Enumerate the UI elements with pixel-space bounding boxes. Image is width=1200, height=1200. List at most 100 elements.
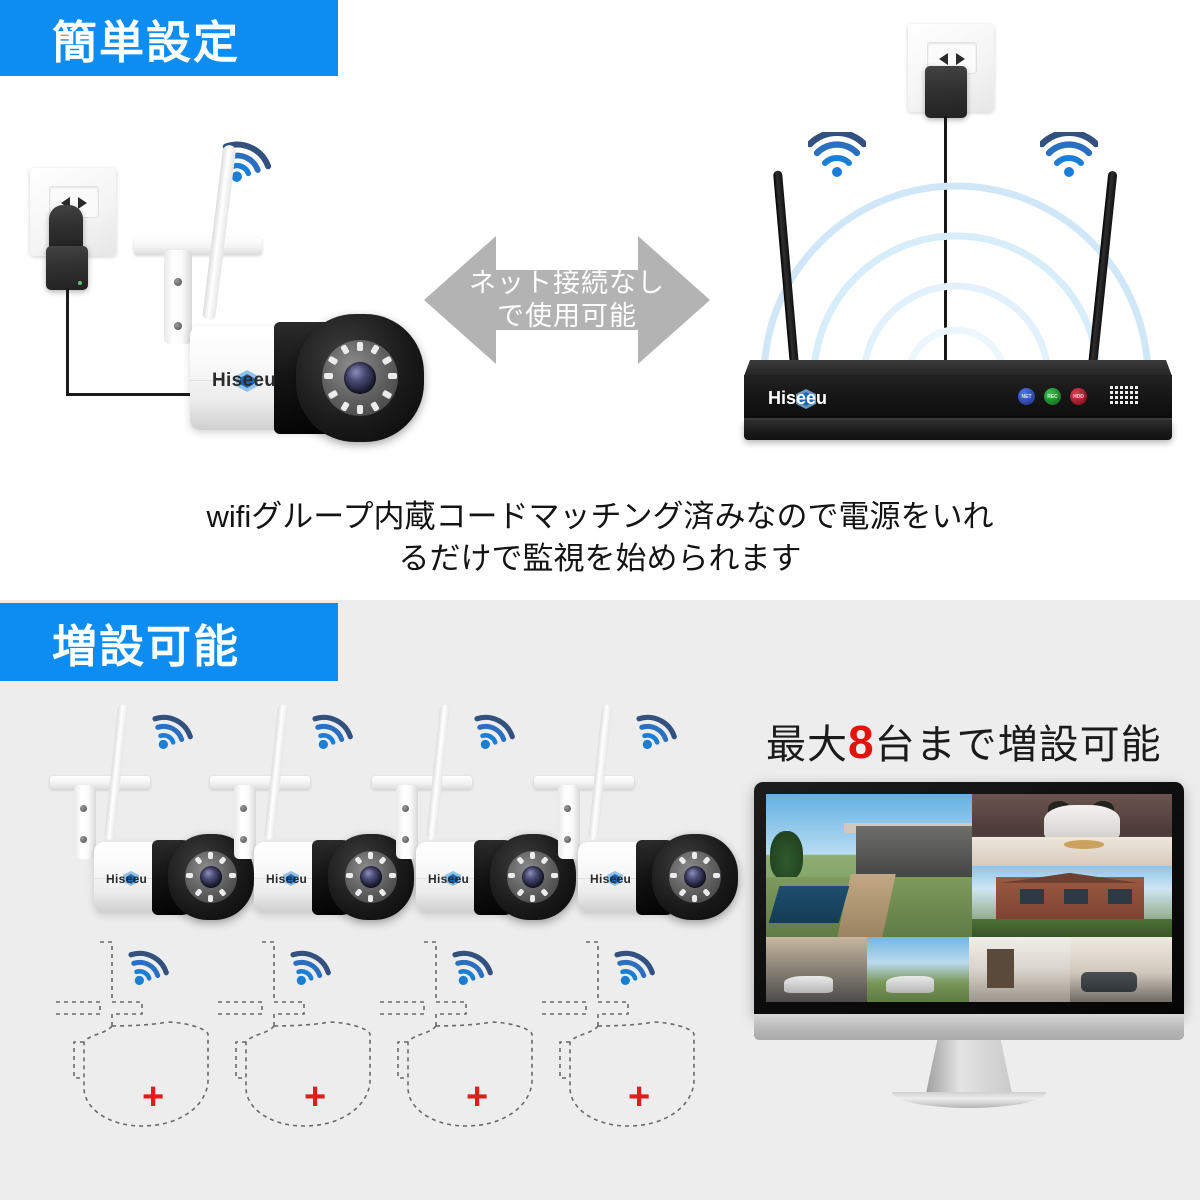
nvr-bottom-lip (744, 420, 1172, 440)
wifi-signal-icon-4 (630, 702, 682, 756)
power-adapter-left (46, 246, 88, 290)
setup-caption: wifiグループ内蔵コードマッチング済みなので電源をいれ るだけで監視を始められ… (100, 496, 1100, 580)
camera-bracket-screw-1 (240, 805, 247, 812)
banner-easy-setup: 簡単設定 (0, 0, 338, 76)
camera-antenna (202, 144, 237, 321)
arrow-caption-line1: ネット接続なし (469, 268, 665, 299)
camera-bracket-post (234, 785, 256, 859)
ghost-camera-plus-2: + (304, 1076, 327, 1118)
banner-expandable-label: 増設可能 (52, 620, 241, 672)
ghost-camera-1: + (56, 930, 246, 1145)
outlet-slot-right (955, 53, 965, 66)
camera-bracket-screw-2 (402, 836, 409, 843)
max-cameras-headline: 最大8台まで増設可能 (766, 712, 1162, 770)
camera-brand-label: Hiseeu (212, 370, 277, 391)
wifi-signal-icon-nvr-left (808, 132, 866, 180)
camera-brand-logo: Hiseeu (428, 870, 486, 888)
nvr-hdd-led-label: HDD (1073, 393, 1084, 400)
ghost-camera-plus-4: + (628, 1076, 651, 1118)
camera-antenna (588, 704, 613, 841)
nvr-seam (744, 418, 1172, 420)
nvr-hdd-led: HDD (1070, 388, 1087, 405)
tile-tree (770, 831, 803, 881)
nvr-top-panel (744, 360, 1172, 376)
camera-brand-label: Hiseeu (428, 872, 470, 886)
camera-antenna (264, 704, 289, 841)
camera-lens (522, 866, 544, 888)
monitor-screen (766, 794, 1172, 1002)
camera-brand-logo: Hiseeu (266, 870, 324, 888)
power-adapter-right (925, 66, 967, 118)
camera-brand-label: Hiseeu (266, 872, 308, 886)
camera-bracket-screw-1 (80, 805, 87, 812)
camera-brand-label: Hiseeu (106, 872, 148, 886)
camera-antenna (104, 704, 129, 841)
camera-ir-ring (345, 851, 397, 903)
power-cord-hanging (944, 116, 947, 378)
arrow-caption: ネット接続なし で使用可能 (424, 267, 710, 333)
camera-bracket-post (396, 785, 418, 859)
wifi-signal-icon-ghost-3 (446, 938, 498, 992)
camera-bracket-bar (372, 776, 472, 789)
ghost-camera-4: + (542, 930, 732, 1145)
tile-fireplace (987, 949, 1014, 988)
wifi-signal-icon-3 (468, 702, 520, 756)
nvr-brand-logo: Hiseeu (768, 386, 846, 410)
power-adapter-left-upper (49, 205, 83, 249)
headline-prefix: 最大 (766, 723, 848, 767)
ghost-camera-outline-icon (380, 941, 533, 1127)
nvr-rec-led: REC (1044, 388, 1061, 405)
camera-bracket-screw-2 (240, 836, 247, 843)
camera-bracket-post (558, 785, 580, 859)
outlet-slot-left (61, 197, 71, 210)
tile-bowl (1063, 839, 1104, 849)
outlet-slot-right (77, 197, 87, 210)
section-easy-setup: 簡単設定 (0, 0, 1172, 580)
monitor-bezel (754, 782, 1184, 1014)
headline-number: 8 (848, 716, 875, 768)
tile-window-1 (1019, 888, 1044, 905)
camera-lens (344, 362, 376, 394)
camera-ir-ring (507, 851, 559, 903)
outlet-slot-left (939, 53, 949, 66)
wifi-signal-icon-nvr-right (1040, 132, 1098, 180)
hiseeu-hex-logo-icon (796, 389, 816, 409)
nvr-vent-grid-icon (1110, 386, 1138, 404)
ghost-camera-3: + (380, 930, 570, 1145)
tile-carport-view (766, 937, 868, 1002)
ghost-camera-outline-icon (56, 941, 209, 1127)
setup-caption-line1: wifiグループ内蔵コードマッチング済みなので電源をいれ (206, 499, 994, 534)
monitor-stand-neck (925, 1040, 1013, 1098)
camera-expand-3: Hiseeu (372, 700, 576, 920)
camera-bracket-screw-1 (174, 278, 182, 286)
wifi-signal-icon-2 (306, 702, 358, 756)
monitor-stand-foot (892, 1092, 1046, 1108)
monitor-display (754, 782, 1184, 1122)
camera-brand-logo: Hiseeu (212, 368, 288, 394)
monitor-chin (754, 1014, 1184, 1040)
arrow-caption-line2: で使用可能 (497, 301, 637, 331)
banner-expandable: 増設可能 (0, 603, 338, 681)
camera-brand-label: Hiseeu (590, 872, 632, 886)
bidirectional-arrow: ネット接続なし で使用可能 (424, 232, 710, 368)
camera-brand-logo: Hiseeu (106, 870, 164, 888)
wifi-signal-icon-ghost-2 (284, 938, 336, 992)
nvr-recorder: Hiseeu NET REC HDD (744, 170, 1172, 442)
nvr-rec-led-label: REC (1047, 393, 1058, 400)
ghost-camera-plus-1: + (142, 1076, 165, 1118)
tile-sofa (1080, 972, 1138, 992)
tile-car (885, 976, 935, 993)
nvr-net-led: NET (1018, 388, 1035, 405)
tile-brick-house-view (971, 865, 1172, 938)
camera-lens (200, 866, 222, 888)
camera-brand-logo: Hiseeu (590, 870, 648, 888)
wifi-signal-icon-ghost-4 (608, 938, 660, 992)
adapter-led (78, 280, 83, 285)
ghost-camera-2: + (218, 930, 408, 1145)
tile-living-room-view (1070, 937, 1172, 1002)
double-headed-arrow-icon (424, 236, 710, 364)
camera-bracket-bar (50, 776, 150, 789)
camera-lens-housing (296, 314, 424, 442)
camera-lens-housing (652, 834, 738, 920)
